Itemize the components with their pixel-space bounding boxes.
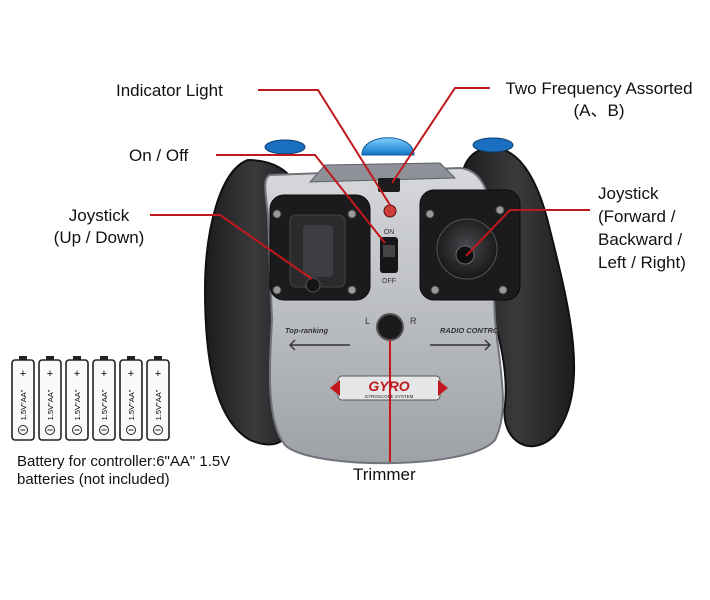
svg-text:R: R: [410, 316, 417, 326]
svg-text:L: L: [365, 316, 370, 326]
svg-text:+: +: [20, 368, 26, 380]
label-two-frequency-line2: (A、B): [573, 101, 625, 120]
frequency-dome: [361, 137, 415, 156]
label-joystick-right: Joystick (Forward / Backward / Left / Ri…: [598, 182, 686, 274]
battery-cell-label: 1.5V"AA": [46, 389, 55, 420]
screws: [272, 205, 508, 295]
battery-caption: Battery for controller:6"AA" 1.5V batter…: [17, 453, 230, 489]
right-shoulder-button: [472, 137, 514, 153]
battery-cell: +1.5V"AA": [11, 356, 35, 441]
leader-on-off: [216, 154, 386, 244]
battery-cell-label: 1.5V"AA": [19, 389, 28, 420]
switch-on-label: ON: [384, 229, 395, 236]
top-ranking-text: Top-ranking: [285, 326, 328, 335]
battery-caption-line2: batteries (not included): [17, 471, 170, 488]
label-joystick-left-line2: (Up / Down): [53, 228, 145, 247]
battery-cell: +1.5V"AA": [119, 356, 143, 441]
leader-two-frequency: [391, 87, 490, 184]
label-trimmer: Trimmer: [353, 465, 416, 484]
label-joystick-right-line3: Backward /: [598, 230, 683, 249]
chevron-decor: [289, 339, 491, 351]
battery-group: +1.5V"AA"+1.5V"AA"+1.5V"AA"+1.5V"AA"+1.5…: [11, 356, 170, 441]
label-indicator-light: Indicator Light: [116, 81, 223, 100]
leader-indicator-light: [258, 89, 391, 206]
label-joystick-left: Joystick (Up / Down): [40, 205, 158, 249]
badge-chevrons: [330, 380, 448, 396]
battery-cell: +1.5V"AA": [92, 356, 116, 441]
battery-cell-label: 1.5V"AA": [127, 389, 136, 420]
label-two-frequency-line1: Two Frequency Assorted: [505, 79, 693, 98]
leader-lines: [150, 87, 590, 462]
battery-cell-label: 1.5V"AA": [154, 389, 163, 420]
battery-cell: +1.5V"AA": [146, 356, 170, 441]
switch-off-label: OFF: [382, 278, 396, 285]
label-joystick-left-line1: Joystick: [68, 206, 130, 225]
left-shoulder-button: [264, 139, 306, 155]
label-joystick-right-line4: Left / Right): [598, 253, 686, 272]
battery-cell-label: 1.5V"AA": [100, 389, 109, 420]
label-on-off: On / Off: [129, 146, 189, 165]
battery-caption-line1: Battery for controller:6"AA" 1.5V: [17, 453, 231, 470]
svg-text:+: +: [155, 368, 161, 380]
leader-joystick-right: [465, 209, 590, 257]
svg-text:+: +: [128, 368, 134, 380]
svg-text:+: +: [47, 368, 53, 380]
battery-cell-label: 1.5V"AA": [73, 389, 82, 420]
svg-text:+: +: [74, 368, 80, 380]
radio-control-text: RADIO CONTROL: [440, 326, 504, 335]
battery-cell: +1.5V"AA": [65, 356, 89, 441]
frequency-switch: [378, 178, 400, 192]
trimmer-knob: [376, 313, 404, 341]
battery-cell: +1.5V"AA": [38, 356, 62, 441]
label-two-frequency: Two Frequency Assorted (A、B): [494, 78, 704, 122]
label-joystick-right-line1: Joystick: [598, 184, 659, 203]
indicator-light: [383, 204, 397, 218]
svg-text:+: +: [101, 368, 107, 380]
leader-joystick-left: [150, 214, 313, 280]
label-joystick-right-line2: (Forward /: [598, 207, 676, 226]
